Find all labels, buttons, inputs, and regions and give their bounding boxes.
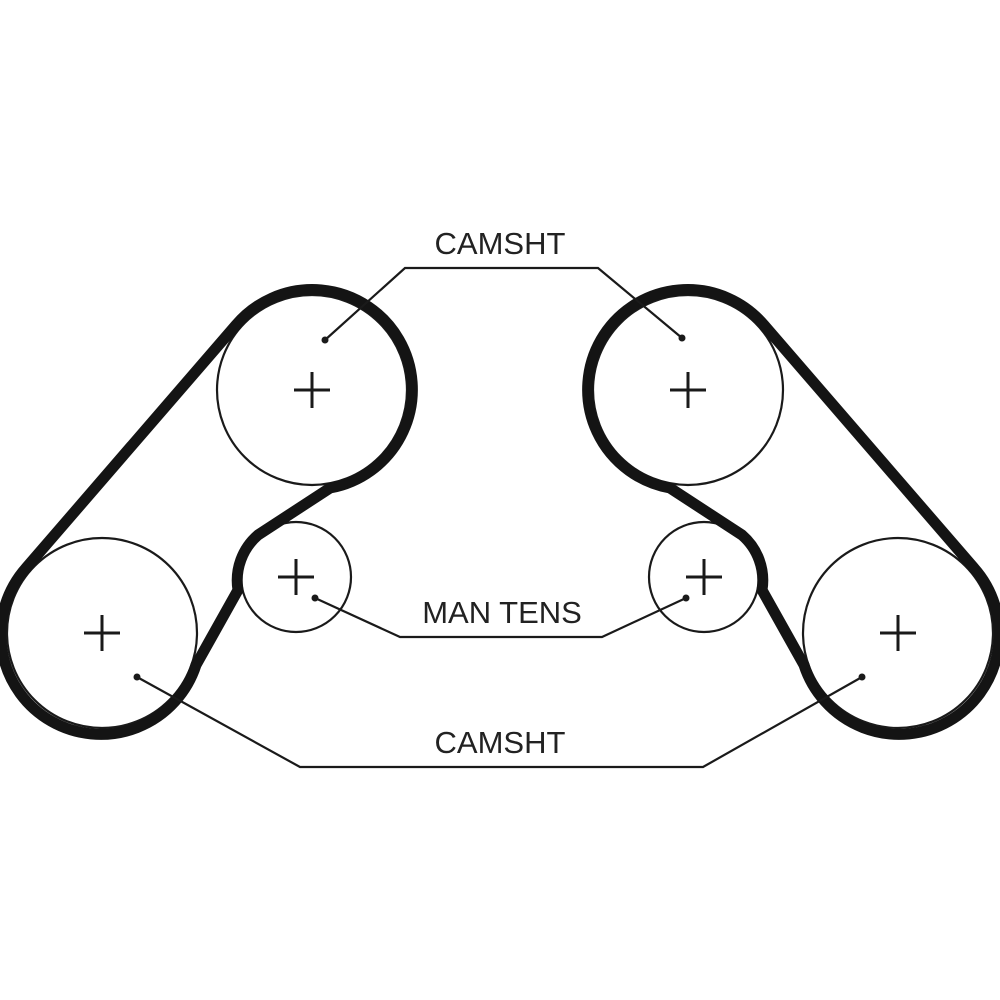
right-bank bbox=[582, 284, 1000, 740]
bottom-camshaft-label: CAMSHT bbox=[435, 725, 566, 760]
tensioner-leader bbox=[311, 594, 690, 639]
right-timing-belt bbox=[582, 284, 1000, 740]
bottom-right-camshaft-pulley bbox=[801, 536, 995, 730]
left-timing-belt bbox=[0, 284, 418, 740]
tensioner-label: MAN TENS bbox=[422, 595, 582, 630]
plus-icon bbox=[278, 559, 314, 595]
plus-icon bbox=[670, 372, 706, 408]
top-camshaft-label: CAMSHT bbox=[435, 226, 566, 261]
top-camshaft-leader bbox=[321, 266, 686, 344]
plus-icon bbox=[880, 615, 916, 651]
left-bank bbox=[0, 284, 418, 740]
bottom-camshaft-leader bbox=[133, 673, 866, 769]
plus-icon bbox=[84, 615, 120, 651]
plus-icon bbox=[294, 372, 330, 408]
bottom-left-camshaft-pulley bbox=[5, 536, 199, 730]
plus-icon bbox=[686, 559, 722, 595]
